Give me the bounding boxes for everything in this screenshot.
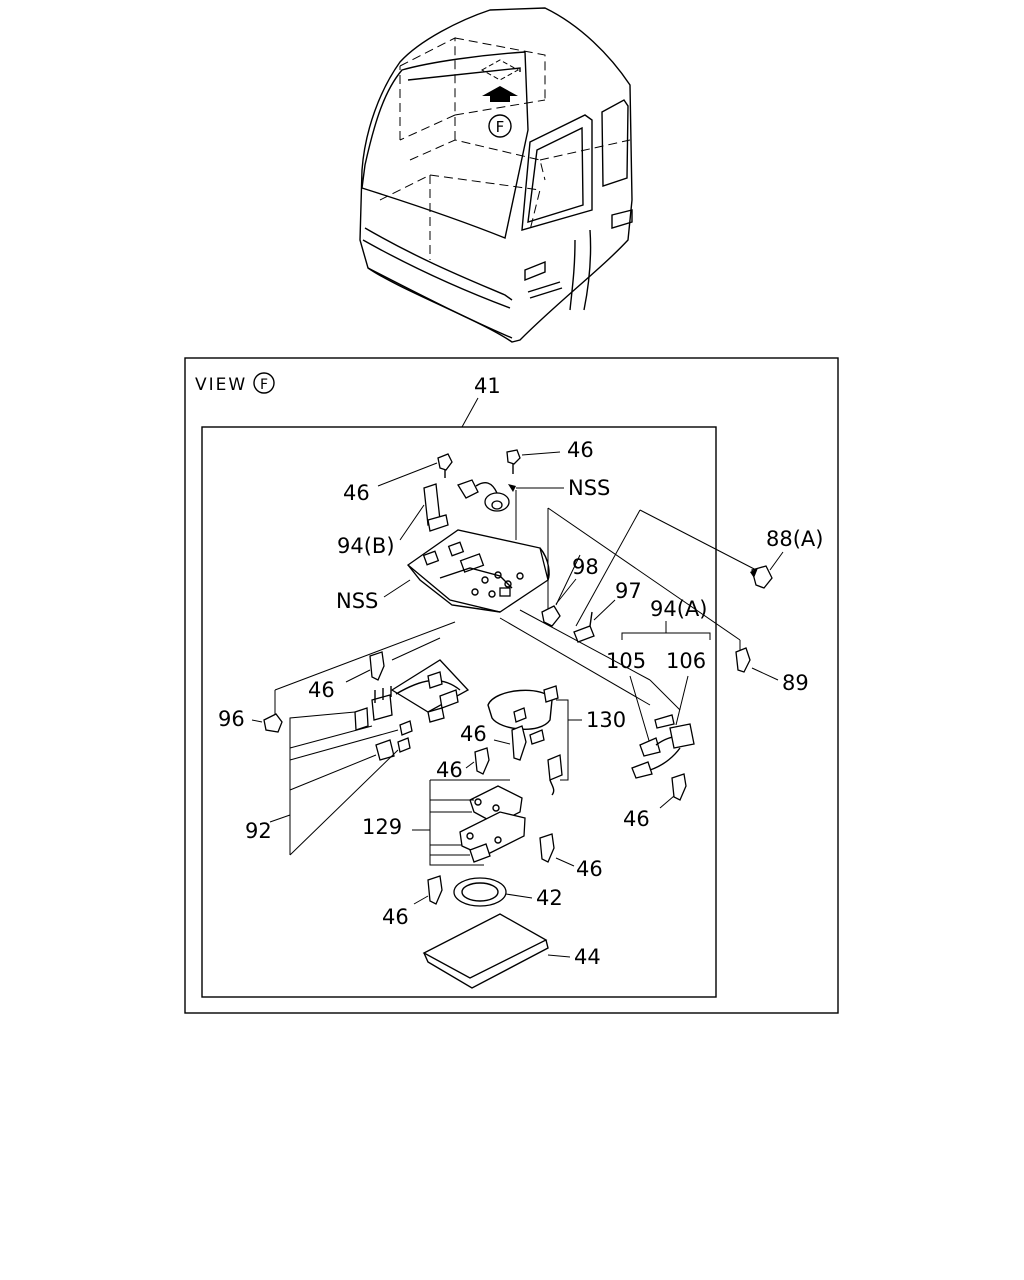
label-46-e: 46 (460, 722, 487, 746)
label-nss-a: NSS (568, 476, 610, 500)
label-88a: 88(A) (766, 527, 823, 551)
lens-cover-44 (422, 913, 549, 989)
clip-98 (541, 605, 561, 627)
bracket-94b (423, 483, 449, 532)
label-97: 97 (615, 579, 642, 603)
view-marker-circle (488, 114, 512, 138)
screw-46-left-mid (369, 651, 385, 681)
screw-46-center (511, 725, 527, 761)
label-46-a: 46 (343, 481, 370, 505)
top-view-marker: F (496, 118, 505, 136)
label-46-c: 46 (308, 678, 335, 702)
view-frame (184, 357, 839, 1014)
label-46-b: 46 (567, 438, 594, 462)
bracket-assembly-129 (459, 785, 526, 863)
label-129: 129 (362, 815, 402, 839)
label-44: 44 (574, 945, 601, 969)
label-46-h: 46 (382, 905, 409, 929)
view-title: VIEW (195, 375, 247, 395)
map-lamp-bulb (457, 479, 516, 512)
label-94a: 94(A) (650, 597, 707, 621)
label-46-g: 46 (576, 857, 603, 881)
truck-cab-illustration: F (359, 7, 633, 343)
harness-105-106 (631, 714, 695, 779)
view-title-marker-circle (253, 372, 275, 394)
clip-96 (263, 713, 283, 733)
screw-88a (750, 565, 773, 589)
screw-46-129-top (474, 747, 490, 775)
screw-46-top-left (437, 453, 453, 478)
ring-42 (453, 877, 507, 907)
bracket-97 (573, 611, 595, 643)
screw-46-bottom-left (427, 875, 443, 905)
label-89: 89 (782, 671, 809, 695)
screw-89 (735, 647, 751, 673)
label-42: 42 (536, 886, 563, 910)
view-title-marker: F (260, 377, 268, 393)
wiring-harness-130 (487, 685, 563, 796)
label-106: 106 (666, 649, 706, 673)
screw-46-lower-right (539, 833, 555, 863)
label-nss-b: NSS (336, 589, 378, 613)
label-98: 98 (572, 555, 599, 579)
wiring-harness-92 (354, 659, 470, 761)
label-41: 41 (474, 374, 501, 398)
label-96: 96 (218, 707, 245, 731)
screw-46-right (671, 773, 687, 801)
label-94b: 94(B) (337, 534, 395, 558)
label-130: 130 (586, 708, 626, 732)
label-46-d: 46 (623, 807, 650, 831)
label-46-f: 46 (436, 758, 463, 782)
label-105: 105 (606, 649, 646, 673)
overhead-console-housing (406, 529, 550, 613)
label-92: 92 (245, 819, 272, 843)
screw-46-top-mid (506, 449, 521, 474)
assembly-frame (201, 426, 717, 998)
